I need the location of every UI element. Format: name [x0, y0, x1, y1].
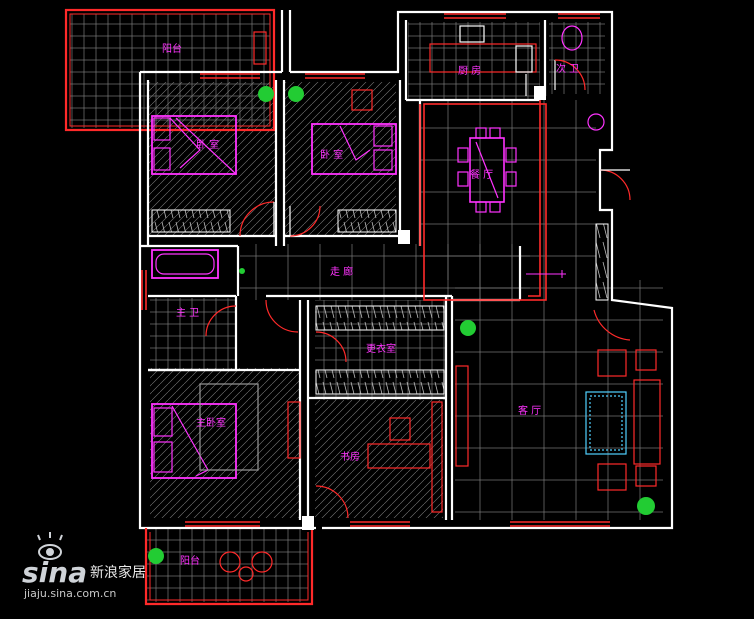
site-url: jiaju.sina.com.cn — [23, 587, 116, 600]
room-labels: 阳台 卧 室 卧 室 厨 房 次 卫 餐 厅 走 廊 主 卫 更衣室 主卧室 书… — [162, 42, 579, 567]
brand-text: 新浪家居 — [90, 564, 146, 581]
doors — [205, 59, 631, 519]
watermark: sina 新浪家居 jiaju.sina.com.cn — [22, 532, 146, 600]
label-bedroom-1: 卧 室 — [196, 138, 219, 151]
label-balcony-bottom: 阳台 — [180, 554, 200, 567]
label-bathroom-small: 次 卫 — [556, 62, 579, 75]
label-study: 书房 — [340, 450, 360, 463]
label-balcony-top: 阳台 — [162, 42, 182, 55]
plants — [148, 86, 655, 564]
label-bedroom-2: 卧 室 — [320, 148, 343, 161]
sina-eye-icon — [37, 532, 63, 560]
label-dining: 餐 厅 — [470, 168, 493, 181]
sina-logo-text: sina — [22, 556, 87, 589]
closets — [151, 209, 609, 395]
label-master-bedroom: 主卧室 — [196, 416, 226, 429]
label-kitchen: 厨 房 — [458, 64, 481, 77]
label-living-room: 客 厅 — [518, 404, 541, 417]
label-walk-in-closet: 更衣室 — [366, 342, 396, 355]
label-bathroom-main: 主 卫 — [176, 307, 199, 319]
furniture — [151, 25, 661, 582]
columns — [302, 86, 546, 530]
floor-fills — [70, 14, 663, 602]
entry-arrow — [526, 270, 566, 278]
window-lines — [141, 13, 610, 527]
label-corridor: 走 廊 — [330, 265, 353, 278]
